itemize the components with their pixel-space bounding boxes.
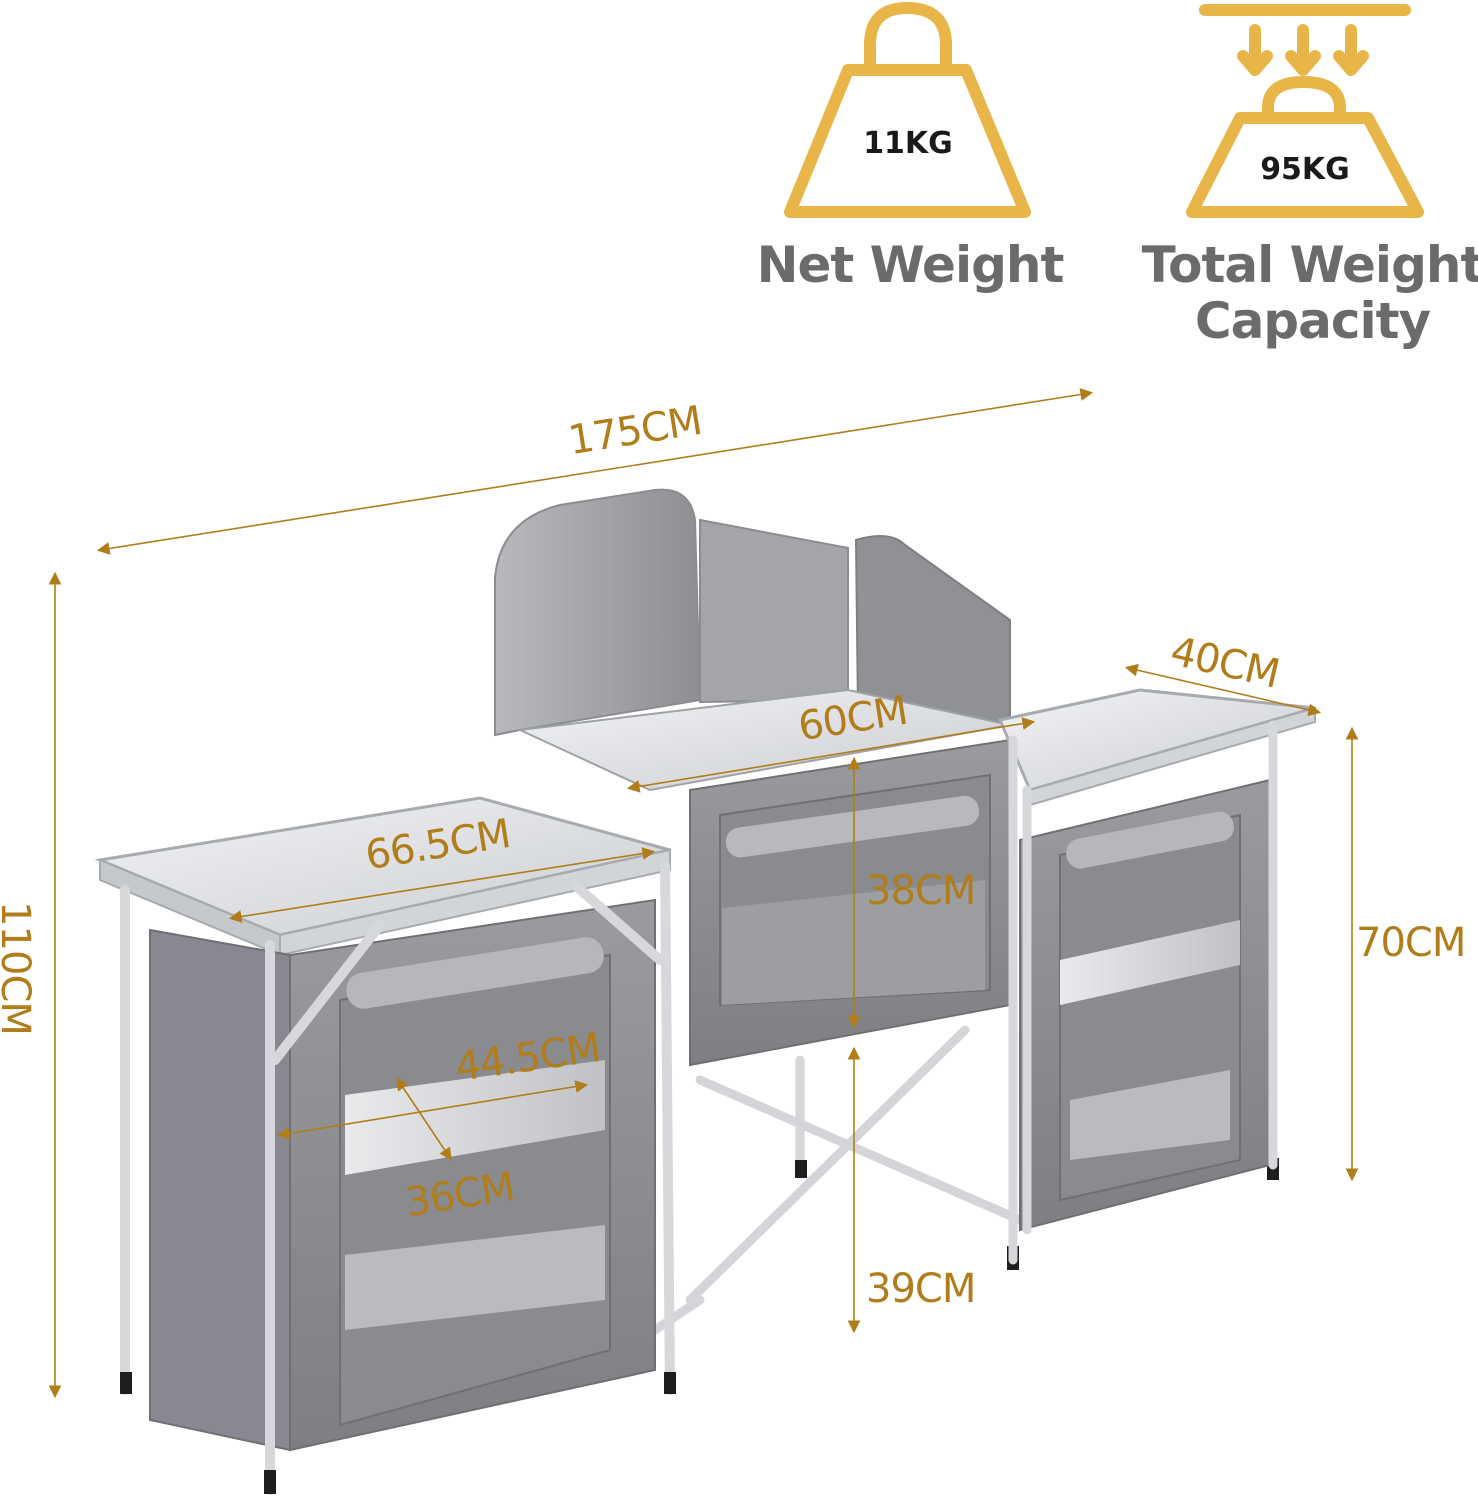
dim-line-overall-width bbox=[96, 388, 1094, 555]
capacity-label-line2: Capacity bbox=[1194, 292, 1431, 350]
load-capacity-icon bbox=[1186, 4, 1424, 218]
dim-line-depth bbox=[1124, 663, 1322, 717]
capacity-value: 95KG bbox=[1260, 152, 1350, 187]
dim-line-left-width bbox=[228, 847, 656, 923]
right-legs bbox=[1008, 720, 1278, 1265]
weight-icon bbox=[784, 2, 1031, 218]
clearance-label: 39CM bbox=[866, 1266, 976, 1312]
dim-line-shelf-depth bbox=[396, 1077, 452, 1161]
dim-line-center-width bbox=[626, 717, 1036, 793]
net-weight-label: Net Weight bbox=[756, 236, 1065, 294]
center-height-label: 38CM bbox=[866, 868, 976, 914]
capacity-label-line1: Total Weight bbox=[1141, 236, 1478, 294]
overall-height-label: 110CM bbox=[0, 901, 38, 1035]
right-cabinet bbox=[1019, 778, 1271, 1232]
side-height-label: 70CM bbox=[1356, 920, 1466, 966]
net-weight-value: 11KG bbox=[863, 126, 953, 161]
